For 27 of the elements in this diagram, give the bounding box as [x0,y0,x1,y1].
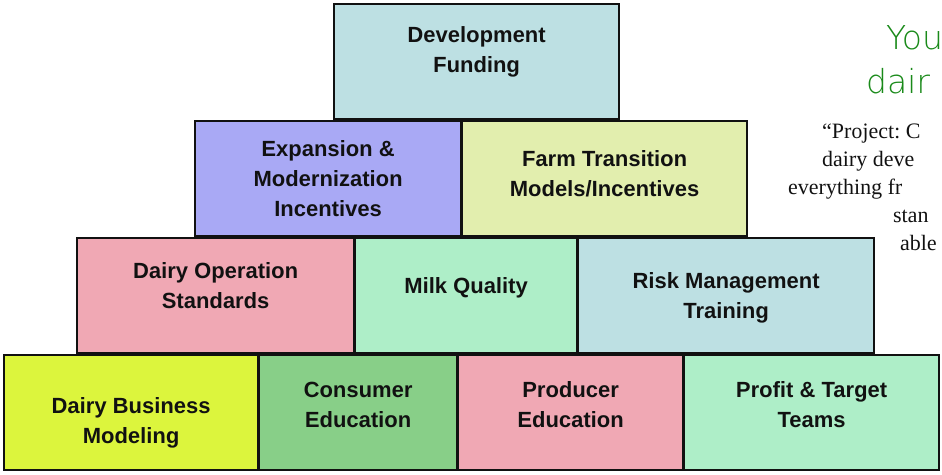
block-label: Expansion & Modernization Incentives [252,134,404,222]
pyramid-block [194,120,462,237]
pyramid-block [683,354,940,471]
pyramid-block [354,237,578,354]
heading-text: You [886,18,942,57]
pyramid-block [258,354,458,471]
block-label: Risk Management Training [631,266,821,325]
block-label: Development Funding [406,20,547,79]
block-label: Dairy Operation Standards [132,256,300,314]
pyramid-block [577,237,875,354]
quote-text: “Project: C [822,118,920,144]
pyramid-block [333,3,620,120]
block-label: Dairy Business Modeling [50,392,212,450]
pyramid-block [76,237,355,354]
quote-text: stan [893,202,928,228]
pyramid-block [461,120,748,237]
block-label: Profit & Target Teams [734,376,888,434]
pyramid-block [3,354,259,471]
pyramid-block [457,354,684,471]
quote-text: everything fr [788,174,902,200]
block-label: Milk Quality [403,272,529,300]
block-label: Consumer Education [302,376,414,434]
block-label: Farm Transition Models/Incentives [508,144,700,202]
quote-text: able [900,230,937,256]
quote-text: dairy deve [822,146,914,172]
heading-text: dair [866,62,930,101]
block-label: Producer Education [516,376,625,434]
